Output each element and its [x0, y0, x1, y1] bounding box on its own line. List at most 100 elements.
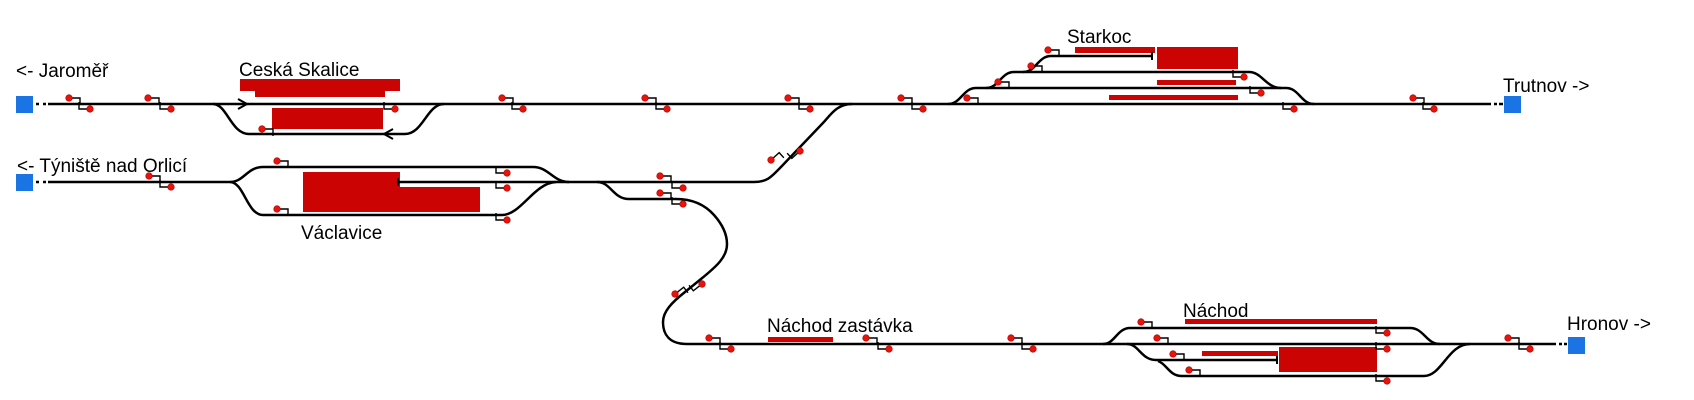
signal-dot-16[interactable]	[963, 94, 979, 105]
signal-lamp-icon[interactable]	[679, 184, 687, 192]
signal-dot-32[interactable]	[656, 189, 672, 200]
signal-lamp-icon[interactable]	[1137, 318, 1145, 326]
signal-dot-13[interactable]	[911, 102, 927, 113]
signal-dot-39[interactable]	[719, 342, 735, 353]
signal-dot-2[interactable]	[144, 94, 160, 105]
signal-dot-24[interactable]	[159, 180, 175, 191]
signal-dot-22[interactable]	[1282, 102, 1298, 113]
signal-lamp-icon[interactable]	[1409, 94, 1417, 102]
signal-dot-9[interactable]	[655, 102, 671, 113]
signal-lamp-icon[interactable]	[1153, 334, 1161, 342]
signal-dot-5[interactable]	[383, 102, 399, 113]
signal-lamp-icon[interactable]	[503, 169, 511, 177]
signal-dot-15[interactable]	[1422, 102, 1438, 113]
signal-lamp-icon[interactable]	[503, 184, 511, 192]
signal-lamp-icon[interactable]	[919, 105, 927, 113]
signal-lamp-icon[interactable]	[167, 183, 175, 191]
signal-lamp-icon[interactable]	[963, 94, 971, 102]
signal-lamp-icon[interactable]	[86, 105, 94, 113]
signal-lamp-icon[interactable]	[1044, 46, 1052, 54]
signal-dot-47[interactable]	[1185, 366, 1201, 377]
signal-dot-33[interactable]	[671, 197, 687, 208]
signal-lamp-icon[interactable]	[144, 94, 152, 102]
signal-lamp-icon[interactable]	[679, 200, 687, 208]
signal-dot-3[interactable]	[159, 102, 175, 113]
signal-lamp-icon[interactable]	[795, 146, 804, 155]
signal-lamp-icon[interactable]	[656, 189, 664, 197]
signal-dot-48[interactable]	[1375, 326, 1391, 337]
signal-lamp-icon[interactable]	[1169, 350, 1177, 358]
signal-dot-30[interactable]	[656, 172, 672, 183]
signal-lamp-icon[interactable]	[1257, 89, 1265, 97]
signal-dot-29[interactable]	[495, 213, 511, 224]
signal-dot-21[interactable]	[1249, 86, 1265, 97]
signal-lamp-icon[interactable]	[897, 94, 905, 102]
signal-lamp-icon[interactable]	[391, 105, 399, 113]
signal-dot-50[interactable]	[1375, 374, 1391, 385]
signal-lamp-icon[interactable]	[1430, 105, 1438, 113]
signal-dot-45[interactable]	[1153, 334, 1169, 345]
signal-dot-17[interactable]	[994, 78, 1010, 89]
signal-lamp-icon[interactable]	[656, 172, 664, 180]
signal-dot-18[interactable]	[1027, 62, 1043, 73]
signal-lamp-icon[interactable]	[1007, 334, 1015, 342]
signal-lamp-icon[interactable]	[1383, 377, 1391, 385]
signal-lamp-icon[interactable]	[641, 94, 649, 102]
signal-dot-52[interactable]	[1518, 342, 1534, 353]
signal-dot-49[interactable]	[1375, 342, 1391, 353]
signal-lamp-icon[interactable]	[1383, 329, 1391, 337]
portal-hronov[interactable]	[1568, 337, 1585, 354]
signal-lamp-icon[interactable]	[145, 172, 153, 180]
signal-lamp-icon[interactable]	[994, 78, 1002, 86]
signal-dot-34[interactable]	[766, 150, 785, 167]
signal-lamp-icon[interactable]	[806, 105, 814, 113]
signal-dot-26[interactable]	[273, 205, 289, 216]
signal-dot-14[interactable]	[1409, 94, 1425, 105]
signal-lamp-icon[interactable]	[885, 345, 893, 353]
signal-lamp-icon[interactable]	[697, 279, 706, 288]
signal-dot-11[interactable]	[798, 102, 814, 113]
signal-lamp-icon[interactable]	[705, 334, 713, 342]
signal-lamp-icon[interactable]	[65, 94, 73, 102]
signal-lamp-icon[interactable]	[167, 105, 175, 113]
signal-lamp-icon[interactable]	[1383, 345, 1391, 353]
signal-dot-0[interactable]	[65, 94, 81, 105]
signal-dot-43[interactable]	[1021, 342, 1037, 353]
signal-lamp-icon[interactable]	[1027, 62, 1035, 70]
signal-lamp-icon[interactable]	[663, 105, 671, 113]
signal-dot-20[interactable]	[1232, 70, 1248, 81]
signal-dot-41[interactable]	[877, 342, 893, 353]
signal-lamp-icon[interactable]	[784, 94, 792, 102]
signal-lamp-icon[interactable]	[1029, 345, 1037, 353]
signal-lamp-icon[interactable]	[1240, 73, 1248, 81]
signal-lamp-icon[interactable]	[862, 334, 870, 342]
signal-dot-31[interactable]	[671, 181, 687, 192]
signal-dot-25[interactable]	[273, 157, 289, 168]
portal-jaromer[interactable]	[16, 96, 33, 113]
signal-lamp-icon[interactable]	[1526, 345, 1534, 353]
signal-lamp-icon[interactable]	[766, 155, 775, 164]
portal-trutnov[interactable]	[1504, 96, 1521, 113]
signal-lamp-icon[interactable]	[1185, 366, 1193, 374]
signal-dot-37[interactable]	[688, 276, 707, 293]
signal-dot-40[interactable]	[862, 334, 878, 345]
signal-dot-7[interactable]	[511, 102, 527, 113]
signal-lamp-icon[interactable]	[503, 216, 511, 224]
signal-lamp-icon[interactable]	[1290, 105, 1298, 113]
signal-dot-28[interactable]	[495, 181, 511, 192]
signal-dot-36[interactable]	[670, 285, 689, 302]
signal-dot-44[interactable]	[1137, 318, 1153, 329]
signal-lamp-icon[interactable]	[498, 94, 506, 102]
signal-dot-46[interactable]	[1169, 350, 1185, 361]
signal-dot-4[interactable]	[258, 125, 274, 136]
signal-dot-19[interactable]	[1044, 46, 1060, 57]
signal-lamp-icon[interactable]	[273, 157, 281, 165]
signal-lamp-icon[interactable]	[670, 289, 679, 298]
signal-dot-35[interactable]	[786, 144, 805, 161]
signal-lamp-icon[interactable]	[727, 345, 735, 353]
portal-tyniste[interactable]	[16, 174, 33, 191]
signal-lamp-icon[interactable]	[258, 125, 266, 133]
signal-lamp-icon[interactable]	[273, 205, 281, 213]
signal-dot-1[interactable]	[78, 102, 94, 113]
signal-dot-6[interactable]	[498, 94, 514, 105]
